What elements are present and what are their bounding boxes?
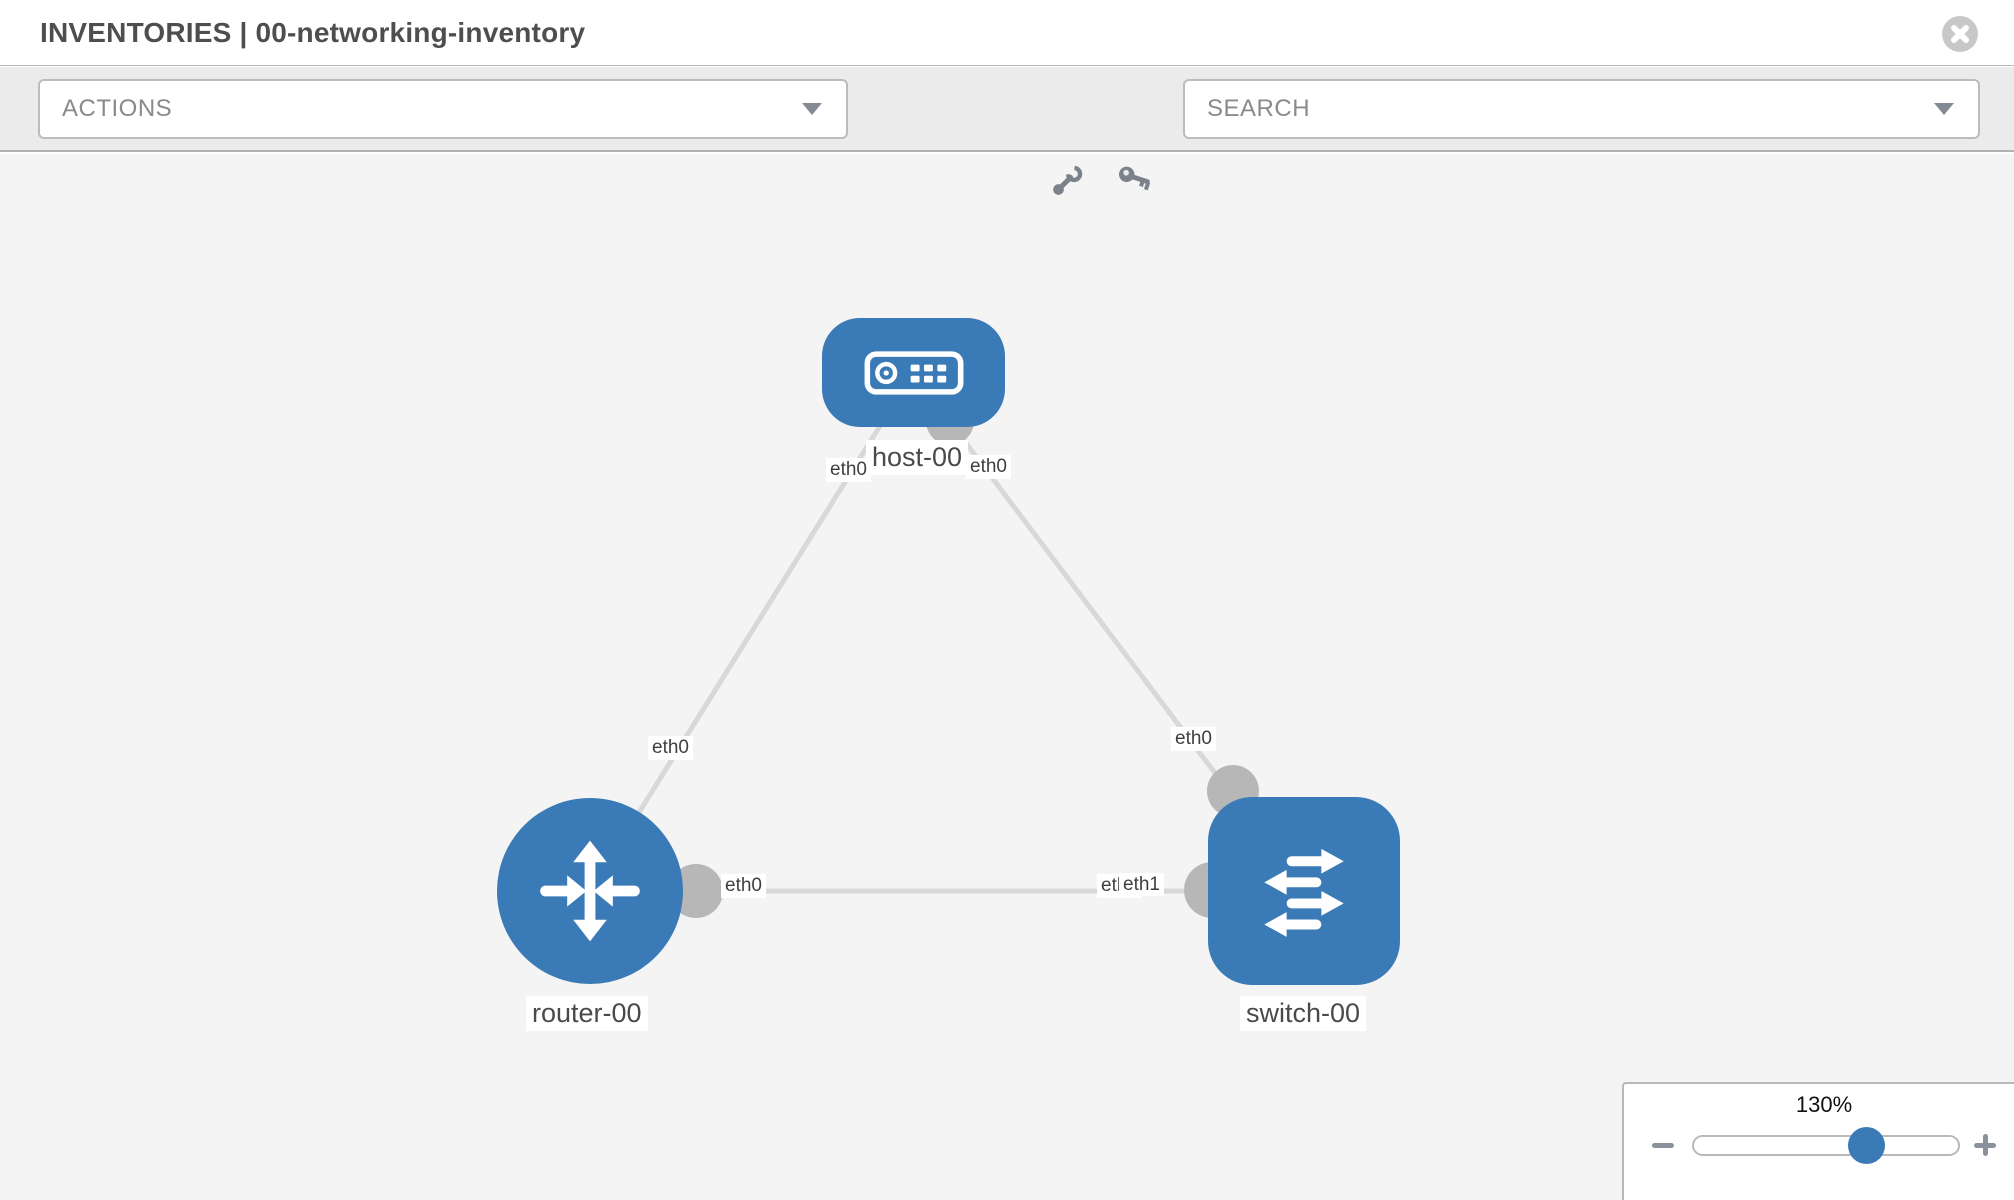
minus-icon [1652,1143,1674,1148]
interface-label-switch-to-router: eth0 eth1 [1097,873,1164,898]
wrench-icon[interactable] [1047,161,1087,201]
toolbar: ACTIONS [0,67,2014,195]
close-button[interactable] [1942,16,1978,52]
header: INVENTORIES | 00-networking-inventory [0,0,2014,66]
actions-dropdown[interactable]: ACTIONS [38,79,848,139]
interface-label-host-to-router: eth0 [826,458,871,482]
switch-icon [1264,848,1344,937]
page-title: INVENTORIES | 00-networking-inventory [40,16,586,48]
chevron-down-icon [1934,103,1954,115]
zoom-slider[interactable] [1692,1127,1960,1164]
key-icon[interactable] [1115,161,1155,201]
node-router-00[interactable] [497,798,683,984]
node-host-00[interactable] [822,318,1005,427]
node-label-switch: switch-00 [1240,996,1367,1031]
topology-canvas[interactable] [0,154,2014,1200]
search-dropdown[interactable]: SEARCH [1183,79,1980,139]
search-dropdown-label: SEARCH [1207,95,1311,122]
interface-label-switch-to-host: eth0 [1171,727,1216,751]
zoom-panel: 130% [1622,1082,2014,1200]
interface-label-top: eth1 [1119,873,1164,896]
interface-label-host-to-switch: eth0 [966,455,1011,479]
node-switch-00[interactable] [1208,797,1400,985]
router-icon [540,840,640,942]
zoom-level: 130% [1795,1092,1853,1117]
chevron-down-icon [802,103,822,115]
node-label-router: router-00 [526,996,648,1031]
node-label-host: host-00 [866,440,969,475]
interface-label-router-to-switch: eth0 [721,874,766,898]
zoom-in-button[interactable] [1972,1132,1998,1158]
zoom-slider-thumb[interactable] [1848,1127,1885,1164]
server-icon [864,350,963,395]
close-icon [1951,25,1969,43]
actions-dropdown-label: ACTIONS [62,95,173,122]
interface-label-router-to-host: eth0 [648,736,693,760]
zoom-out-button[interactable] [1650,1132,1676,1158]
